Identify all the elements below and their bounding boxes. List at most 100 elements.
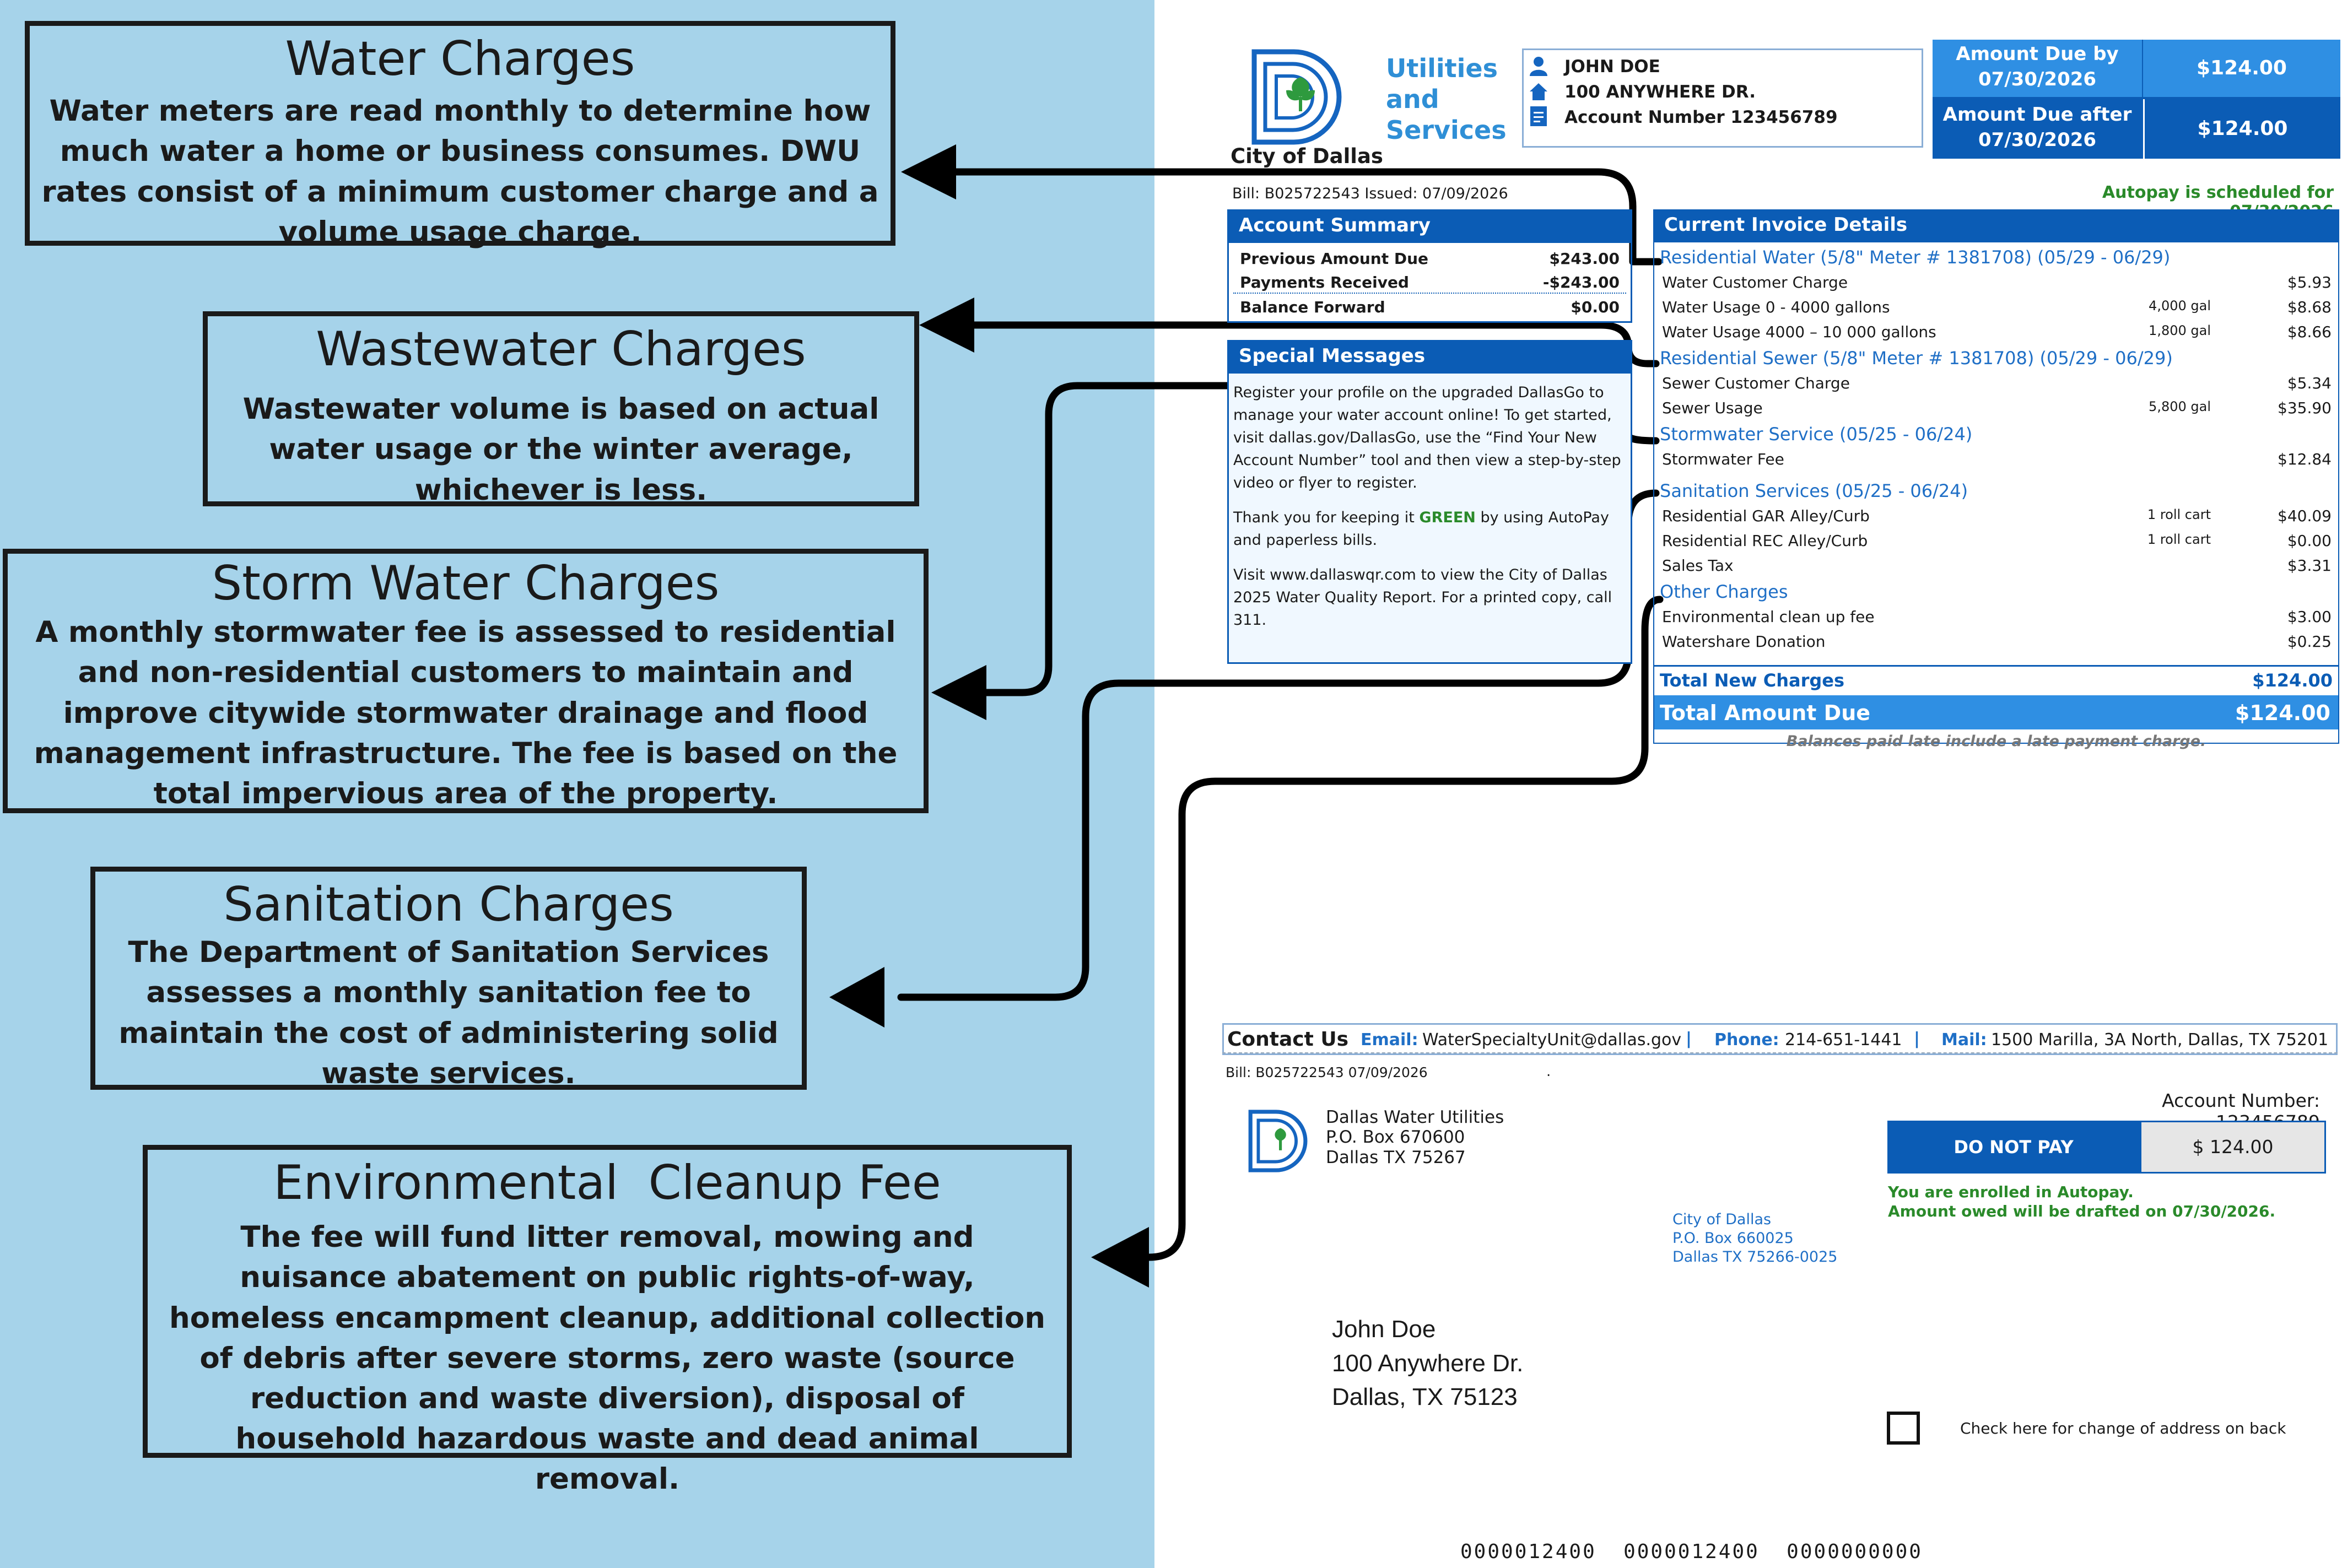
line-item-label: Stormwater Fee	[1662, 450, 1784, 468]
email-label: Email:	[1361, 1030, 1418, 1050]
mailing-city: Dallas, TX 75123	[1332, 1383, 1518, 1411]
line-item-amount: $40.09	[2278, 507, 2332, 525]
sanitation-charges-callout: Sanitation Charges The Department of San…	[90, 867, 807, 1090]
line-item-amount: $3.00	[2287, 608, 2332, 626]
due-after-label-cell: Amount Due after 07/30/2026	[1933, 99, 2142, 159]
city-label: City of Dallas	[1231, 144, 1383, 168]
line-item-amount: $0.00	[2287, 532, 2332, 550]
sanitation-service-heading: Sanitation Services (05/25 - 06/24)	[1660, 480, 1968, 501]
callout-body: Water meters are read monthly to determi…	[41, 94, 879, 249]
line-item-amount: $8.68	[2287, 298, 2332, 316]
due-by-value: $124.00	[2143, 40, 2340, 97]
change-of-address-checkbox[interactable]	[1887, 1412, 1920, 1445]
summary-row-label: Payments Received	[1240, 273, 1409, 291]
customer-address: 100 ANYWHERE DR.	[1564, 82, 1756, 102]
due-by-label-1: Amount Due by	[1956, 43, 2119, 65]
message-autopay-start: Thank you for keeping it	[1233, 509, 1420, 527]
account-summary-box: Account Summary Previous Amount Due $243…	[1227, 209, 1632, 323]
line-item-label: Sales Tax	[1662, 556, 1734, 575]
line-item-label: Environmental clean up fee	[1662, 608, 1875, 626]
contact-phone: 214-651-1441	[1785, 1030, 1902, 1050]
stub-autopay-note: You are enrolled in Autopay. Amount owed…	[1888, 1182, 2275, 1221]
summary-row-label: Previous Amount Due	[1240, 250, 1429, 268]
callout-title: Storm Water Charges	[212, 556, 720, 611]
stormwater-service-heading: Stormwater Service (05/25 - 06/24)	[1660, 424, 1973, 445]
micr-line: 0000012400 0000012400 0000000000	[1460, 1540, 1923, 1563]
callout-body: A monthly stormwater fee is assessed to …	[34, 615, 898, 810]
special-messages-title: Special Messages	[1229, 342, 1631, 374]
contact-separator: |	[1914, 1029, 1920, 1048]
callout-body: The Department of Sanitation Services as…	[118, 936, 779, 1090]
line-item-quantity: 5,800 gal	[2149, 399, 2211, 414]
message-water-quality: Visit www.dallaswqr.com to view the City…	[1233, 566, 1612, 629]
message-autopay: Thank you for keeping it GREEN by using …	[1233, 506, 1629, 551]
invoice-line-item: Environmental clean up fee $3.00	[1660, 608, 2334, 632]
home-icon	[1530, 83, 1547, 100]
remit-city: Dallas TX 75266-0025	[1672, 1248, 1838, 1266]
summary-row-label: Balance Forward	[1240, 298, 1385, 316]
line-item-amount: $35.90	[2278, 399, 2332, 417]
utilities-line-1: Utilities	[1386, 53, 1498, 83]
arrowhead-wastewater	[919, 298, 974, 353]
line-item-quantity: 4,000 gal	[2149, 298, 2211, 313]
line-item-label: Water Customer Charge	[1662, 273, 1848, 291]
mailing-street: 100 Anywhere Dr.	[1332, 1349, 1524, 1377]
line-item-label: Sewer Usage	[1662, 399, 1763, 417]
contact-bar: Contact Us Email: WaterSpecialtyUnit@dal…	[1222, 1023, 2338, 1055]
utilities-line-3: Services	[1386, 115, 1507, 145]
contact-email: WaterSpecialtyUnit@dallas.gov	[1422, 1030, 1682, 1050]
line-item-quantity: 1 roll cart	[2147, 507, 2211, 522]
stub-account-label: Account Number:	[2162, 1090, 2320, 1111]
change-of-address-label: Check here for change of address on back	[1960, 1419, 2286, 1437]
invoice-lines: Residential Water (5/8" Meter # 1381708)…	[1660, 247, 2334, 743]
amount-due-panel: Amount Due by 07/30/2026 $124.00 Amount …	[1933, 40, 2340, 159]
total-new-charges-label: Total New Charges	[1660, 670, 1845, 691]
customer-info-box: JOHN DOE 100 ANYWHERE DR. Account Number…	[1522, 48, 1923, 148]
phone-label: Phone:	[1714, 1030, 1779, 1050]
line-item-amount: $8.66	[2287, 323, 2332, 341]
mailing-name: John Doe	[1332, 1316, 1436, 1343]
invoice-title: Current Invoice Details	[1654, 210, 2338, 242]
due-after-value: $124.00	[2143, 99, 2340, 159]
late-payment-note: Balances paid late include a late paymen…	[1786, 733, 2206, 750]
storm-water-charges-callout: Storm Water Charges A monthly stormwater…	[3, 549, 929, 813]
due-by-label-cell: Amount Due by 07/30/2026	[1933, 40, 2142, 97]
wastewater-charges-callout: Wastewater Charges Wastewater volume is …	[203, 311, 919, 507]
due-by-label-2: 07/30/2026	[1978, 68, 2097, 90]
callout-title: Wastewater Charges	[316, 322, 806, 377]
account-number-line: Account Number 123456789	[1564, 107, 1838, 127]
line-item-label: Residential REC Alley/Curb	[1662, 532, 1868, 550]
dwu-name: Dallas Water Utilities	[1326, 1107, 1504, 1127]
invoice-line-item: Sales Tax$3.31	[1660, 556, 2334, 581]
line-item-quantity: 1,800 gal	[2149, 323, 2211, 338]
line-item-label: Water Usage 4000 – 10 000 gallons	[1662, 323, 1936, 341]
line-item-label: Sewer Customer Charge	[1662, 374, 1850, 392]
invoice-line-item: Water Customer Charge$5.93	[1660, 273, 2334, 298]
other-charges-heading: Other Charges	[1660, 581, 1788, 602]
dwu-city: Dallas TX 75267	[1326, 1147, 1466, 1167]
utilities-line-2: and	[1386, 84, 1439, 115]
invoice-line-item: Watershare Donation$0.25	[1660, 632, 2334, 657]
dwu-address: Dallas Water Utilities P.O. Box 670600 D…	[1326, 1107, 1504, 1167]
summary-row-value: $0.00	[1571, 298, 1620, 316]
stub-dot: .	[1546, 1063, 1551, 1080]
total-new-charges-row: Total New Charges $124.00	[1654, 665, 2338, 694]
callout-title: Environmental Cleanup Fee	[273, 1155, 941, 1210]
callout-title: Water Charges	[285, 31, 635, 86]
arrowhead-storm	[931, 665, 986, 720]
person-icon	[1530, 57, 1547, 76]
arrow-line-water	[952, 168, 1663, 266]
special-messages-box: Special Messages Register your profile o…	[1227, 340, 1632, 664]
do-not-pay-badge: DO NOT PAY	[1887, 1121, 2140, 1174]
autopay-draft-date: Amount owed will be drafted on 07/30/202…	[1888, 1202, 2276, 1220]
invoice-line-item: Sewer Customer Charge$5.34	[1660, 374, 2334, 398]
bill-issued-line: Bill: B025722543 Issued: 07/09/2026	[1232, 185, 1508, 202]
total-amount-due-label: Total Amount Due	[1660, 701, 1871, 725]
environmental-cleanup-callout: Environmental Cleanup Fee The fee will f…	[143, 1145, 1072, 1496]
summary-row-value: $243.00	[1549, 250, 1620, 268]
arrowhead-environmental	[1091, 1227, 1149, 1288]
callout-body: The fee will fund litter removal, mowing…	[169, 1220, 1045, 1496]
contact-separator: |	[1686, 1029, 1692, 1048]
customer-name: JOHN DOE	[1564, 57, 1660, 77]
customer-mailing-address: John Doe 100 Anywhere Dr. Dallas, TX 751…	[1332, 1312, 1523, 1414]
